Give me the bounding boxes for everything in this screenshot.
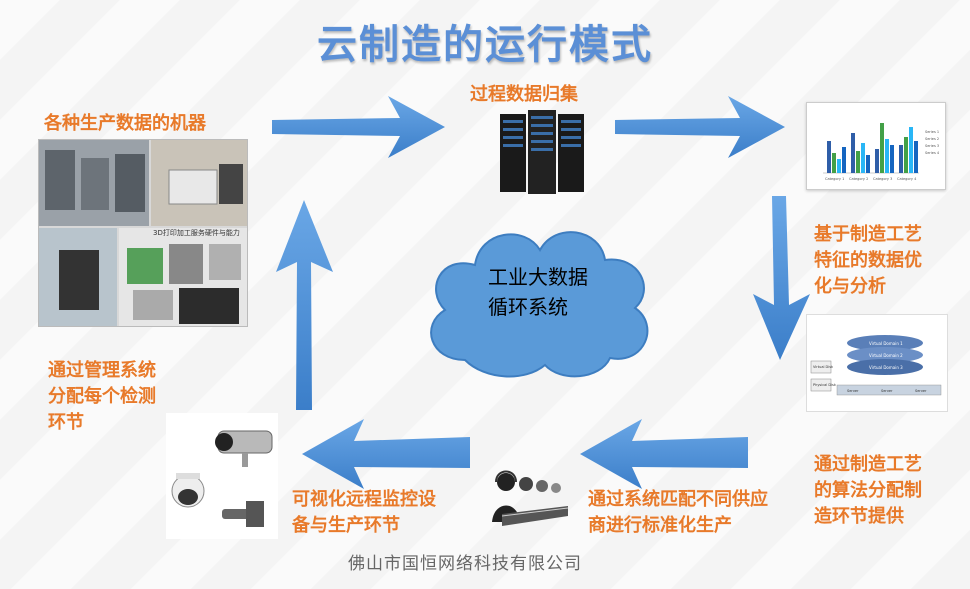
mini-chart-panel: Category 1 Category 2 Category 3 Categor… — [806, 102, 946, 190]
arrow-chart-to-network — [753, 196, 810, 360]
network-domain-label: Virtual Domain 2 — [869, 353, 903, 358]
machines-photo: 3D打印加工服务硬件与能力 — [38, 139, 248, 327]
label-mgmt-line: 通过管理系统 — [48, 360, 156, 381]
server-rack-icon — [500, 110, 584, 194]
mini-chart-category: Category 4 — [897, 177, 917, 181]
mini-chart-category: Category 1 — [825, 177, 844, 181]
machines-collage — [39, 140, 247, 326]
supplier-people-icon — [492, 470, 569, 526]
network-diagram-panel: Virtual Domain 1 Virtual Domain 2 Virtua… — [806, 314, 948, 412]
mini-chart-bars — [827, 123, 918, 173]
mini-chart-legend: Series 4 — [925, 151, 940, 155]
cloud-line-1: 工业大数据 — [488, 265, 588, 289]
arrow-collect-to-chart — [615, 96, 785, 158]
label-monitor: 可视化远程监控设 备与生产环节 — [292, 487, 436, 539]
label-machines: 各种生产数据的机器 — [44, 113, 206, 134]
cloud-shape — [430, 231, 649, 378]
label-mgmt-line: 分配每个检测 — [48, 386, 156, 407]
label-mgmt-line: 环节 — [48, 412, 84, 433]
label-process-alg-line: 造环节提供 — [814, 506, 904, 527]
arrow-right-to-supplier — [580, 419, 748, 489]
network-domain-label: Virtual Domain 1 — [869, 341, 903, 346]
label-monitor-line: 可视化远程监控设 — [292, 489, 436, 510]
mini-chart-category: Category 2 — [849, 177, 868, 181]
machines-photo-caption: 3D打印加工服务硬件与能力 — [153, 229, 240, 237]
network-left-box: Virtual Disk — [813, 365, 834, 369]
company-name: 佛山市国恒网络科技有限公司 — [348, 554, 582, 574]
label-supplier: 通过系统匹配不同供应 商进行标准化生产 — [588, 487, 768, 539]
cameras-photo — [166, 413, 278, 539]
label-process-alg-line: 的算法分配制 — [814, 480, 922, 501]
label-mgmt: 通过管理系统 分配每个检测 环节 — [48, 358, 156, 436]
network-domain-label: Virtual Domain 3 — [869, 365, 903, 370]
label-optimize-line: 化与分析 — [814, 276, 886, 297]
cloud-label: 工业大数据 循环系统 — [488, 262, 588, 322]
label-supplier-line: 通过系统匹配不同供应 — [588, 489, 768, 510]
mini-chart-category: Category 3 — [873, 177, 892, 181]
label-monitor-line: 备与生产环节 — [292, 515, 400, 536]
network-server: Server — [881, 389, 893, 393]
arrow-supplier-to-monitor — [302, 419, 470, 489]
label-process-alg-line: 通过制造工艺 — [814, 454, 922, 475]
label-optimize-line: 基于制造工艺 — [814, 224, 922, 245]
label-supplier-line: 商进行标准化生产 — [588, 515, 732, 536]
mini-chart-legend: Series 3 — [925, 144, 939, 148]
mini-chart-legend: Series 2 — [925, 137, 939, 141]
network-server: Server — [847, 389, 859, 393]
page-title: 云制造的运行模式 — [317, 22, 653, 68]
cloud-line-2: 循环系统 — [488, 295, 568, 319]
label-collect: 过程数据归集 — [470, 84, 578, 105]
network-diagram: Virtual Domain 1 Virtual Domain 2 Virtua… — [810, 335, 942, 396]
arrow-machines-to-collect — [272, 96, 445, 158]
label-process-alg: 通过制造工艺 的算法分配制 造环节提供 — [814, 452, 922, 530]
arrow-monitor-to-machines — [276, 200, 333, 410]
network-left-box: Physical Disk — [813, 383, 837, 387]
mini-chart-legend: Series 1 — [925, 130, 939, 134]
label-optimize-line: 特征的数据优 — [814, 250, 922, 271]
cameras-icon — [171, 430, 273, 527]
network-server: Server — [915, 389, 927, 393]
mini-chart: Category 1 Category 2 Category 3 Categor… — [823, 123, 940, 181]
label-optimize: 基于制造工艺 特征的数据优 化与分析 — [814, 222, 922, 300]
